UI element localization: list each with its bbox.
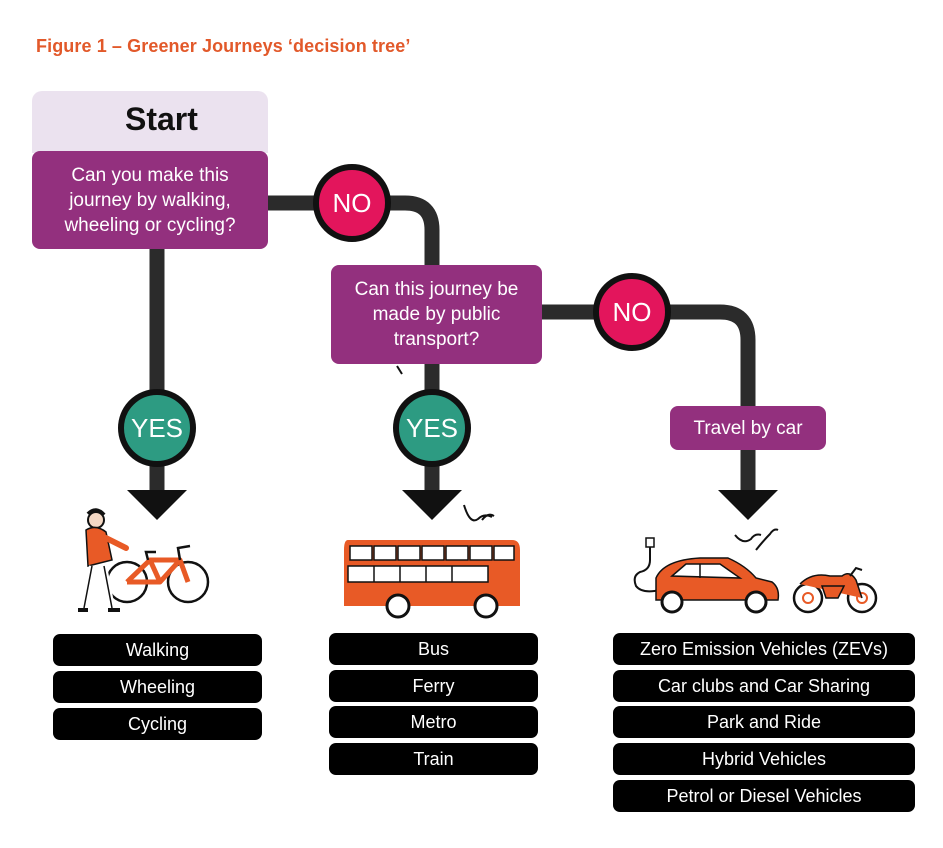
option-petrol-diesel: Petrol or Diesel Vehicles bbox=[613, 780, 915, 812]
start-box bbox=[32, 91, 268, 153]
option-car-clubs: Car clubs and Car Sharing bbox=[613, 670, 915, 702]
arrowhead-walking bbox=[127, 490, 187, 520]
arrowhead-car bbox=[718, 490, 778, 520]
option-bus: Bus bbox=[329, 633, 538, 665]
no-badge-2: NO bbox=[593, 273, 671, 351]
yes-badge-2-text: YES bbox=[406, 413, 458, 443]
option-wheeling: Wheeling bbox=[53, 671, 262, 703]
option-ferry: Ferry bbox=[329, 670, 538, 702]
no-badge-2-text: NO bbox=[613, 297, 652, 327]
question-public-transport: Can this journey be made by public trans… bbox=[331, 265, 542, 364]
figure-title: Figure 1 – Greener Journeys ‘decision tr… bbox=[36, 36, 411, 56]
option-park-and-ride: Park and Ride bbox=[613, 706, 915, 738]
no-badge-1-text: NO bbox=[333, 188, 372, 218]
start-label: Start bbox=[125, 101, 198, 137]
option-cycling: Cycling bbox=[53, 708, 262, 740]
option-metro: Metro bbox=[329, 706, 538, 738]
car-and-motorbike-illustration bbox=[633, 537, 878, 614]
no-badge-1: NO bbox=[313, 164, 391, 242]
option-train: Train bbox=[329, 743, 538, 775]
question-active-travel: Can you make this journey by walking, wh… bbox=[32, 151, 268, 249]
yes-badge-2: YES bbox=[393, 389, 471, 467]
option-zev: Zero Emission Vehicles (ZEVs) bbox=[613, 633, 915, 665]
yes-badge-1-text: YES bbox=[131, 413, 183, 443]
double-decker-bus-illustration bbox=[344, 540, 520, 619]
arrowhead-public-transport bbox=[402, 490, 462, 520]
walking-cyclist-illustration bbox=[78, 508, 210, 612]
option-hybrid: Hybrid Vehicles bbox=[613, 743, 915, 775]
option-walking: Walking bbox=[53, 634, 262, 666]
travel-by-car-box: Travel by car bbox=[670, 406, 826, 450]
yes-badge-1: YES bbox=[118, 389, 196, 467]
